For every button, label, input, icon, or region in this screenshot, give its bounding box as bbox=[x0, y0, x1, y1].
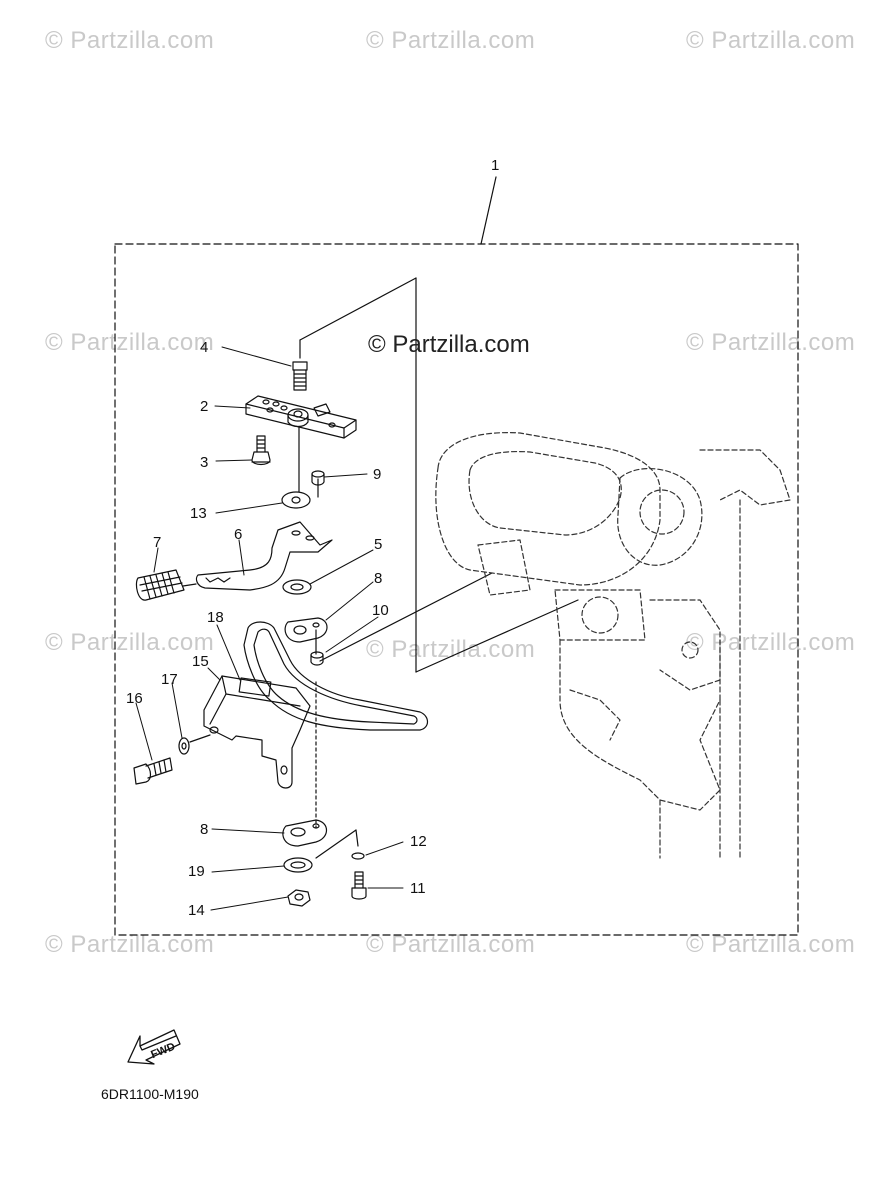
callout-6: 6 bbox=[234, 526, 243, 543]
callout-12: 12 bbox=[410, 833, 427, 850]
watermark: © Partzilla.com bbox=[686, 27, 856, 54]
callout-8: 8 bbox=[374, 570, 383, 587]
swivel-bracket bbox=[435, 432, 791, 859]
assembly-boundary bbox=[114, 243, 799, 936]
watermark: © Partzilla.com bbox=[366, 636, 536, 663]
part-5-washer bbox=[282, 579, 312, 595]
callout-8-lower: 8 bbox=[200, 821, 209, 838]
callout-17: 17 bbox=[161, 671, 178, 688]
callout-9: 9 bbox=[373, 466, 382, 483]
watermark: © Partzilla.com bbox=[686, 629, 856, 656]
callout-11: 11 bbox=[410, 880, 426, 897]
leader-line-1 bbox=[480, 176, 497, 245]
watermark-main: © Partzilla.com bbox=[368, 331, 530, 358]
watermark: © Partzilla.com bbox=[45, 329, 215, 356]
part-19-washer bbox=[283, 857, 313, 873]
part-11-screw bbox=[351, 871, 367, 900]
fwd-label: FWD bbox=[149, 1041, 177, 1062]
callout-19: 19 bbox=[188, 863, 205, 880]
part-15-bracket bbox=[203, 675, 311, 789]
callout-2: 2 bbox=[200, 398, 209, 415]
part-12-washer bbox=[351, 852, 365, 860]
diagram-code: 6DR1100-M190 bbox=[101, 1086, 199, 1102]
part-8-bushing bbox=[284, 617, 328, 643]
part-16-bolt bbox=[133, 757, 173, 785]
assembly-plane-lines bbox=[298, 277, 579, 859]
part-8-bushing-lower bbox=[282, 819, 328, 847]
part-10-collar bbox=[310, 651, 324, 666]
callout-14: 14 bbox=[188, 902, 205, 919]
part-17-washer bbox=[178, 734, 211, 755]
leader-lines bbox=[135, 346, 404, 911]
fwd-arrow-icon: FWD bbox=[127, 1029, 181, 1065]
callout-7: 7 bbox=[153, 534, 162, 551]
part-14-nut bbox=[287, 889, 311, 907]
callout-4: 4 bbox=[200, 339, 209, 356]
part-2-plate bbox=[245, 395, 357, 439]
part-7-grip bbox=[135, 569, 197, 601]
part-6-lever bbox=[195, 521, 333, 591]
watermark: © Partzilla.com bbox=[45, 629, 215, 656]
watermark: © Partzilla.com bbox=[45, 27, 215, 54]
part-4-bolt bbox=[292, 361, 308, 391]
callout-16: 16 bbox=[126, 690, 143, 707]
callout-13: 13 bbox=[190, 505, 207, 522]
callout-18: 18 bbox=[207, 609, 224, 626]
part-18-guide bbox=[243, 621, 429, 731]
callout-15: 15 bbox=[192, 653, 209, 670]
callout-5: 5 bbox=[374, 536, 383, 553]
watermark: © Partzilla.com bbox=[686, 329, 856, 356]
watermark: © Partzilla.com bbox=[366, 27, 536, 54]
callout-10: 10 bbox=[372, 602, 389, 619]
part-3-flange-bolt bbox=[251, 435, 271, 466]
callout-1: 1 bbox=[491, 157, 500, 174]
callout-3: 3 bbox=[200, 454, 209, 471]
part-9-collar bbox=[311, 470, 325, 486]
part-13-washer bbox=[281, 491, 311, 509]
